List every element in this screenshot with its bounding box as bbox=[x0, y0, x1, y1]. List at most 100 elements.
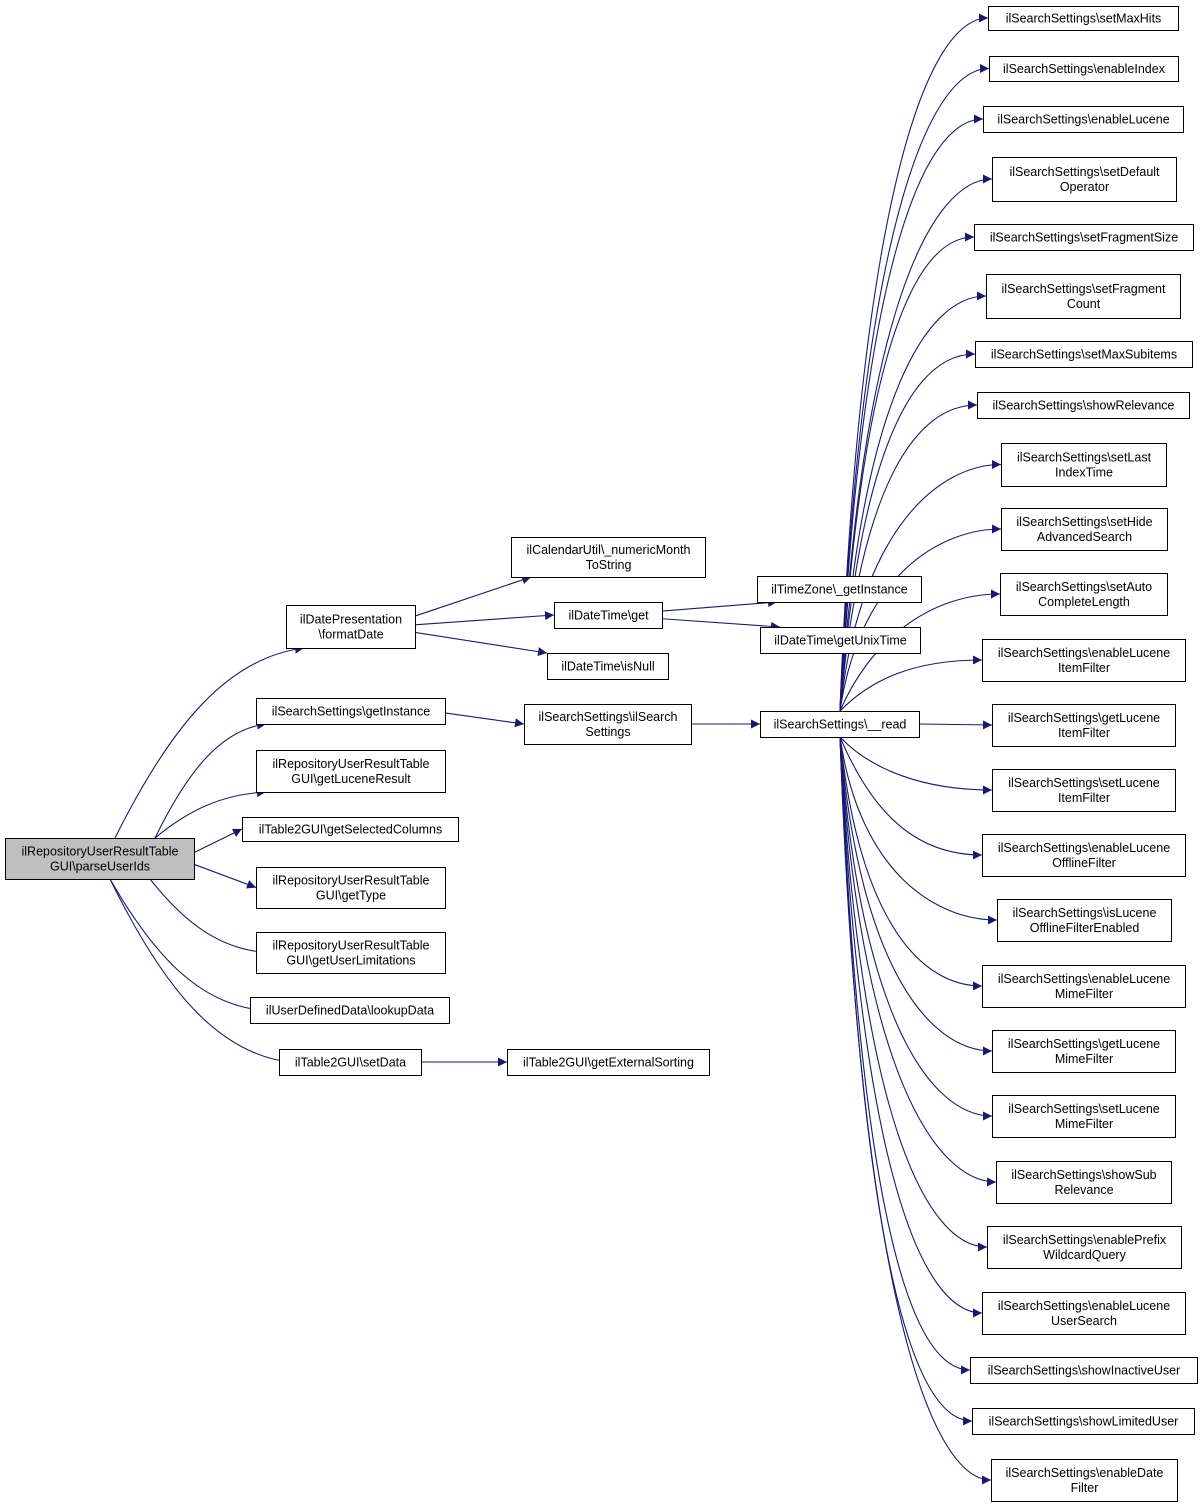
node-r16[interactable]: ilSearchSettings\isLuceneOfflineFilterEn… bbox=[997, 899, 1172, 942]
edge-formatDate-to-isNull bbox=[414, 631, 548, 657]
node-box bbox=[256, 867, 446, 909]
node-box bbox=[970, 1357, 1198, 1384]
node-label: ilSearchSettings\enablePrefix bbox=[1003, 1233, 1167, 1247]
node-r21[interactable]: ilSearchSettings\enablePrefixWildcardQue… bbox=[987, 1226, 1182, 1269]
node-dtGet[interactable]: ilDateTime\get bbox=[554, 602, 663, 629]
edge-ssRead-to-r15 bbox=[839, 736, 983, 860]
node-label: ItemFilter bbox=[1058, 791, 1110, 805]
node-box bbox=[279, 1049, 422, 1076]
node-label: ilSearchSettings\getInstance bbox=[272, 705, 430, 719]
edge-ssRead-to-r02 bbox=[839, 64, 990, 712]
node-label: IndexTime bbox=[1055, 466, 1113, 480]
node-formatDate[interactable]: ilDatePresentation\formatDate bbox=[286, 605, 416, 649]
node-r02[interactable]: ilSearchSettings\enableIndex bbox=[989, 56, 1179, 82]
edge-ssRead-to-r08 bbox=[839, 400, 978, 712]
node-r07[interactable]: ilSearchSettings\setMaxSubitems bbox=[975, 341, 1193, 368]
node-r05[interactable]: ilSearchSettings\setFragmentSize bbox=[974, 224, 1194, 251]
edge-root-to-getType bbox=[193, 863, 257, 889]
node-label: ilSearchSettings\enableDate bbox=[1006, 1466, 1164, 1480]
node-label: ilSearchSettings\getLucene bbox=[1008, 1037, 1160, 1051]
node-box bbox=[507, 1049, 710, 1076]
node-label: GUI\getType bbox=[316, 889, 386, 903]
node-getLuceneResult[interactable]: ilRepositoryUserResultTableGUI\getLucene… bbox=[256, 750, 446, 793]
edge-ssRead-to-r14 bbox=[839, 736, 993, 795]
node-label: ilTable2GUI\getSelectedColumns bbox=[259, 823, 442, 837]
edge-ssRead-to-r11 bbox=[839, 589, 1001, 712]
node-box bbox=[983, 106, 1184, 133]
node-label: Relevance bbox=[1054, 1183, 1113, 1197]
node-r24[interactable]: ilSearchSettings\showLimitedUser bbox=[972, 1408, 1195, 1435]
node-isNull[interactable]: ilDateTime\isNull bbox=[547, 653, 669, 680]
node-ssCtor[interactable]: ilSearchSettings\ilSearchSettings bbox=[524, 704, 692, 745]
node-getExternalSorting[interactable]: ilTable2GUI\getExternalSorting bbox=[507, 1049, 710, 1076]
edge-ssRead-to-r24 bbox=[839, 736, 973, 1426]
node-label: ilSearchSettings\ilSearch bbox=[539, 710, 678, 724]
node-box bbox=[1001, 508, 1168, 551]
node-box bbox=[982, 639, 1186, 682]
node-label: Settings bbox=[585, 725, 630, 739]
node-r15[interactable]: ilSearchSettings\enableLuceneOfflineFilt… bbox=[982, 834, 1186, 877]
node-r23[interactable]: ilSearchSettings\showInactiveUser bbox=[970, 1357, 1198, 1384]
node-label: ilSearchSettings\isLucene bbox=[1013, 906, 1157, 920]
node-box bbox=[972, 1408, 1195, 1435]
node-r08[interactable]: ilSearchSettings\showRelevance bbox=[977, 392, 1190, 419]
node-box bbox=[987, 1226, 1182, 1269]
edge-ssRead-to-r12 bbox=[839, 655, 983, 712]
node-label: ilRepositoryUserResultTable bbox=[21, 845, 178, 859]
node-label: CompleteLength bbox=[1038, 595, 1130, 609]
node-r03[interactable]: ilSearchSettings\enableLucene bbox=[983, 106, 1184, 133]
node-box bbox=[986, 274, 1181, 319]
node-label: GUI\parseUserIds bbox=[50, 860, 150, 874]
node-label: ilDateTime\isNull bbox=[561, 660, 654, 674]
node-box bbox=[982, 1292, 1186, 1335]
node-label: ilSearchSettings\setFragmentSize bbox=[990, 231, 1178, 245]
node-box bbox=[989, 56, 1179, 82]
node-box bbox=[760, 627, 921, 654]
node-label: ilTimeZone\_getInstance bbox=[771, 583, 907, 597]
node-box bbox=[982, 965, 1186, 1008]
node-label: ilTable2GUI\getExternalSorting bbox=[523, 1056, 694, 1070]
edge-ssRead-to-r10 bbox=[839, 524, 1002, 712]
edge-root-to-getLuceneResult bbox=[154, 787, 267, 839]
node-getUserLimitations[interactable]: ilRepositoryUserResultTableGUI\getUserLi… bbox=[256, 932, 446, 974]
edge-root-to-formatDate bbox=[114, 644, 305, 839]
node-box bbox=[242, 817, 459, 842]
node-label: ilRepositoryUserResultTable bbox=[272, 939, 429, 953]
node-ssRead[interactable]: ilSearchSettings\__read bbox=[760, 711, 920, 738]
node-box bbox=[992, 1030, 1176, 1073]
node-root[interactable]: ilRepositoryUserResultTableGUI\parseUser… bbox=[5, 838, 195, 880]
node-r01[interactable]: ilSearchSettings\setMaxHits bbox=[988, 6, 1179, 31]
node-tzGetInstance[interactable]: ilTimeZone\_getInstance bbox=[757, 576, 922, 603]
node-box bbox=[256, 932, 446, 974]
node-lookupData[interactable]: ilUserDefinedData\lookupData bbox=[250, 997, 450, 1024]
edge-root-to-getUserLimitations bbox=[149, 878, 267, 957]
node-label: ItemFilter bbox=[1058, 661, 1110, 675]
node-label: ilTable2GUI\setData bbox=[295, 1056, 406, 1070]
node-getSelectedColumns[interactable]: ilTable2GUI\getSelectedColumns bbox=[242, 817, 459, 842]
node-ssGetInstance[interactable]: ilSearchSettings\getInstance bbox=[256, 698, 446, 725]
node-box bbox=[991, 1459, 1178, 1502]
node-box bbox=[992, 1095, 1176, 1138]
node-getUnixTime[interactable]: ilDateTime\getUnixTime bbox=[760, 627, 921, 654]
edge-ssRead-to-r22 bbox=[839, 736, 983, 1318]
node-setData[interactable]: ilTable2GUI\setData bbox=[279, 1049, 422, 1076]
node-label: MimeFilter bbox=[1055, 987, 1113, 1001]
node-label: ilSearchSettings\showRelevance bbox=[992, 399, 1174, 413]
edge-ssRead-to-r23 bbox=[839, 736, 971, 1375]
